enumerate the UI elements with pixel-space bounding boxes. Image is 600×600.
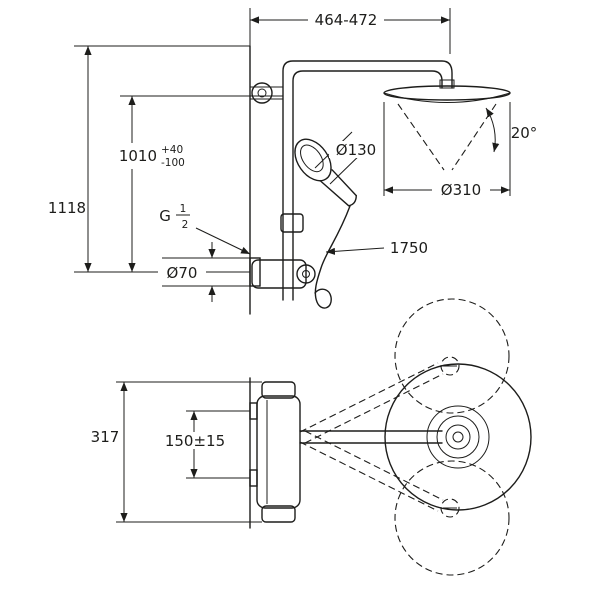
- tilt-cone-dashed: [397, 103, 497, 171]
- tilt-angle-label: 20°: [511, 124, 538, 142]
- riser-height-label: 1010: [119, 147, 157, 165]
- thread-numerator-label: 1: [180, 203, 187, 215]
- dimension-head-diameter: Ø310: [383, 102, 511, 199]
- arm-reach-label: 464-472: [315, 11, 378, 29]
- thermostat-top-view: [249, 381, 301, 523]
- body-width-label: 317: [91, 428, 120, 446]
- swivel-range-dashed: [299, 298, 510, 576]
- dimension-body-width: 317: [91, 381, 262, 523]
- dimension-arm-reach: 464-472: [249, 8, 451, 54]
- hand-shower-diameter-label: Ø130: [336, 141, 376, 159]
- dimension-tilt-angle: 20°: [485, 107, 538, 153]
- hose-length-label: 1750: [390, 239, 428, 257]
- riser-tolerance-plus: +40: [161, 144, 183, 156]
- head-shower-top-view: [299, 363, 532, 511]
- dimension-hand-shower-diameter: Ø130: [314, 131, 383, 185]
- dimension-connection-spacing: 150±15: [162, 410, 250, 479]
- escutcheon-diameter-label: Ø70: [167, 264, 198, 282]
- dimension-riser-height: 1010 +40 -100: [110, 95, 283, 272]
- riser-tolerance-minus: -100: [161, 157, 185, 169]
- dimension-hose-length: 1750: [325, 239, 428, 257]
- thread-size-annotation: G 1 2: [159, 203, 251, 255]
- thread-denominator-label: 2: [182, 219, 189, 231]
- wall-bracket: [250, 82, 283, 104]
- dimension-escutcheon-diameter: Ø70: [158, 242, 250, 302]
- connection-spacing-label: 150±15: [165, 432, 225, 450]
- shower-hose: [314, 205, 351, 309]
- shower-riser-pipe: [282, 60, 453, 301]
- head-shower-side: [383, 79, 511, 103]
- head-diameter-label: Ø310: [441, 181, 481, 199]
- thread-prefix-label: G: [159, 207, 171, 225]
- thermostat-mixer-side: [249, 257, 316, 289]
- overall-height-label: 1118: [48, 199, 86, 217]
